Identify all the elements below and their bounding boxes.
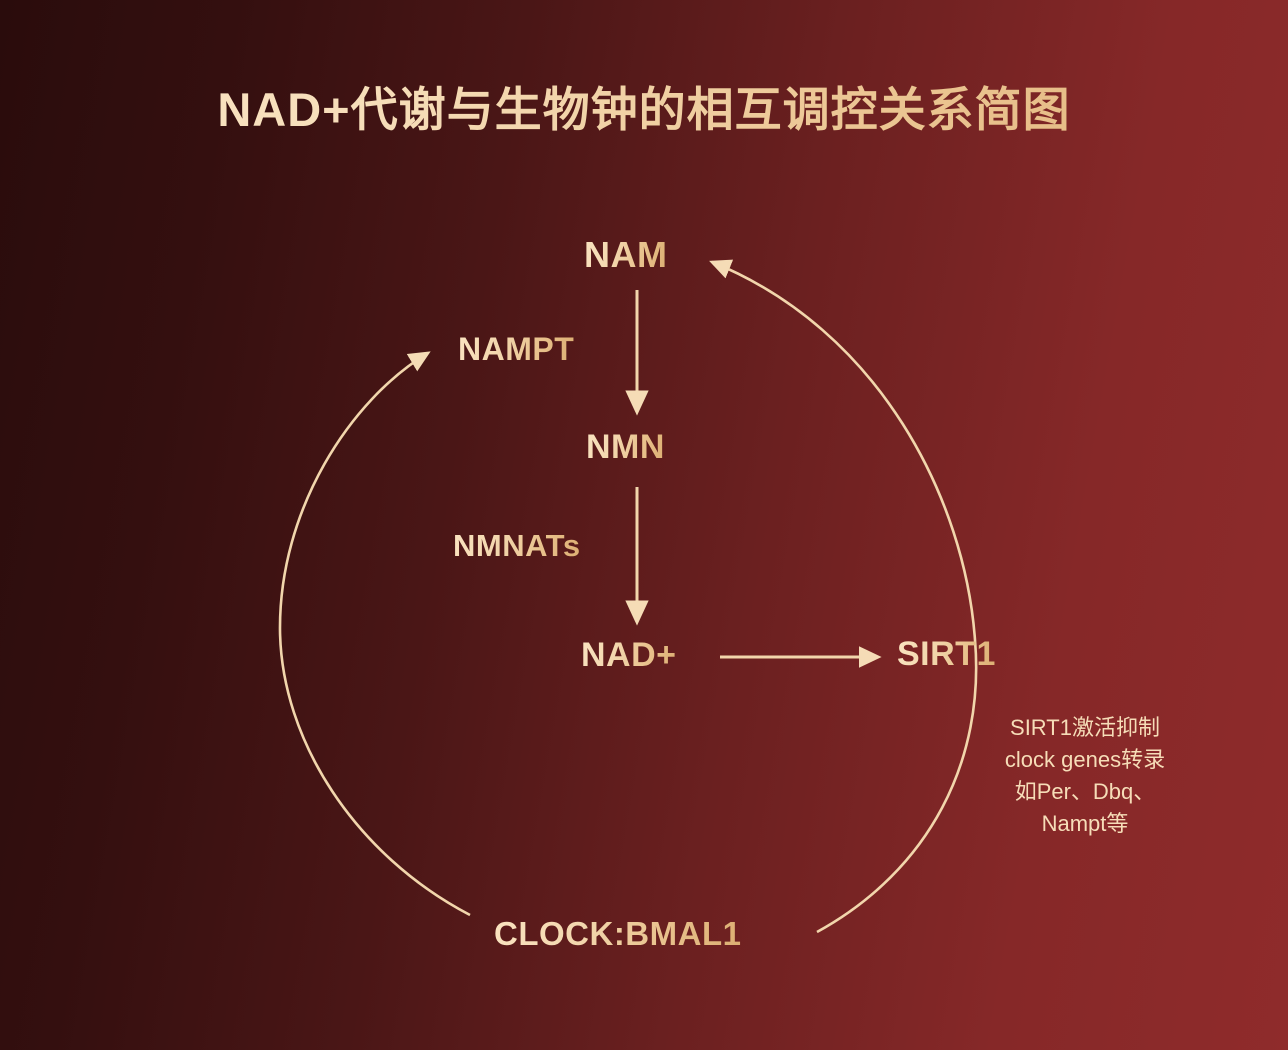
node-clock-bmal1[interactable]: CLOCK:BMAL1 bbox=[494, 915, 742, 952]
node-nmn[interactable]: NMN bbox=[586, 428, 665, 466]
edge-clockbmal1-to-nampt-arc bbox=[278, 351, 471, 917]
node-nmnats[interactable]: NMNATs bbox=[453, 528, 581, 563]
node-nam[interactable]: NAM bbox=[584, 234, 668, 275]
node-sirt1[interactable]: SIRT1 bbox=[897, 635, 996, 673]
annotation-line-2: clock genes转录 bbox=[1004, 746, 1166, 772]
node-nampt[interactable]: NAMPT bbox=[458, 331, 575, 367]
annotation-line-1: SIRT1激活抑制 bbox=[1010, 715, 1160, 740]
edge-sirt1-to-nam-arc bbox=[709, 259, 978, 934]
page-title: NAD+代谢与生物钟的相互调控关系简图 bbox=[0, 84, 1288, 136]
annotation-sirt1: SIRT1激活抑制 clock genes转录 如Per、Dbq、 Nampt等 bbox=[950, 712, 1220, 840]
annotation-line-3: 如Per、Dbq、 bbox=[1014, 778, 1156, 804]
node-nad-plus[interactable]: NAD+ bbox=[581, 636, 677, 674]
annotation-line-4: Nampt等 bbox=[1041, 810, 1129, 836]
